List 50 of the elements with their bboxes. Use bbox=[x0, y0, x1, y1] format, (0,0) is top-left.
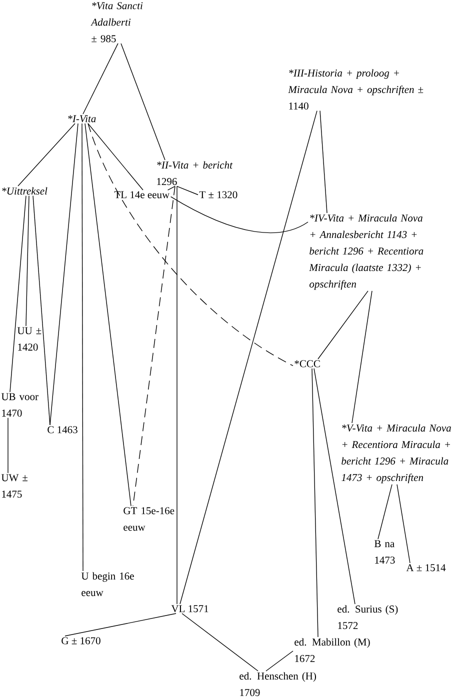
stemma-line bbox=[318, 290, 368, 360]
stemma-line bbox=[378, 484, 392, 540]
stemma-line bbox=[64, 613, 176, 636]
witness-label: ed. Henschen (H) 1709 bbox=[240, 672, 316, 696]
stemma-line bbox=[120, 43, 166, 160]
stemma-line bbox=[10, 195, 26, 392]
stemma-line bbox=[18, 123, 76, 186]
stemma-line bbox=[32, 195, 50, 426]
stemma-line bbox=[176, 186, 198, 196]
witness-label: TL 14e eeuw bbox=[114, 191, 170, 198]
witness-label: *II-Vita + bericht 1296 bbox=[157, 161, 233, 186]
witness-label: GT 15e-16e eeuw bbox=[124, 507, 174, 531]
stemma-line bbox=[132, 186, 176, 506]
witness-label: *V-Vita + Miracula Nova + Recentiora Miracula + bericht 1296 + Miracula 1473 + opschriften bbox=[342, 424, 451, 484]
stemma-line bbox=[88, 123, 144, 190]
stemma-line bbox=[320, 110, 328, 214]
stemma-line bbox=[314, 368, 356, 604]
stemma-line bbox=[50, 123, 78, 426]
witness-label: ed. Surius (S) 1572 bbox=[338, 605, 398, 630]
witness-label: UU ± 1420 bbox=[17, 327, 42, 351]
stemma-line bbox=[182, 613, 258, 672]
witness-label: VL 1571 bbox=[171, 605, 208, 612]
witness-label: B na 1473 bbox=[374, 540, 395, 564]
stemma-line bbox=[266, 650, 294, 672]
witness-label: G ± 1670 bbox=[62, 637, 100, 644]
stemma-line bbox=[312, 368, 318, 638]
witness-label: T ± 1320 bbox=[199, 191, 238, 198]
witness-label: *I-Vita bbox=[68, 115, 96, 122]
witness-label: *Uittreksel bbox=[2, 187, 48, 195]
stemma-line bbox=[170, 196, 308, 234]
witness-label: A ± 1514 bbox=[406, 564, 446, 572]
witness-label: ed. Mabillon (M) 1672 bbox=[294, 638, 370, 662]
witness-label: UB voor 1470 bbox=[1, 393, 38, 417]
stemma-line bbox=[352, 290, 372, 424]
stemma-line bbox=[396, 484, 410, 564]
stemma-line bbox=[26, 195, 30, 326]
witness-label: UW ± 1475 bbox=[1, 474, 28, 498]
witness-label: *III-Historia + proloog + Miracula Nova + opschriften ± 1140 bbox=[288, 69, 424, 110]
stemma-line bbox=[176, 186, 178, 604]
witness-label: C 1463 bbox=[48, 426, 78, 434]
stemma-line bbox=[84, 123, 132, 506]
stemma-line bbox=[180, 110, 318, 604]
stemma-line bbox=[167, 186, 176, 190]
witness-label: *CCC bbox=[294, 360, 320, 368]
stemma-line bbox=[82, 43, 118, 114]
stemma-line bbox=[82, 123, 84, 572]
witness-label: *Vita Sancti Adalberti ± 985 bbox=[90, 2, 143, 42]
witness-label: *IV-Vita + Miracula Nova + Annalesbericht 1143 + bericht 1296 + Recentiora Miracula (laatste 1332) + opschriften bbox=[309, 214, 424, 290]
witness-label: U begin 16e eeuw bbox=[81, 572, 134, 596]
stemma-line bbox=[88, 123, 294, 366]
